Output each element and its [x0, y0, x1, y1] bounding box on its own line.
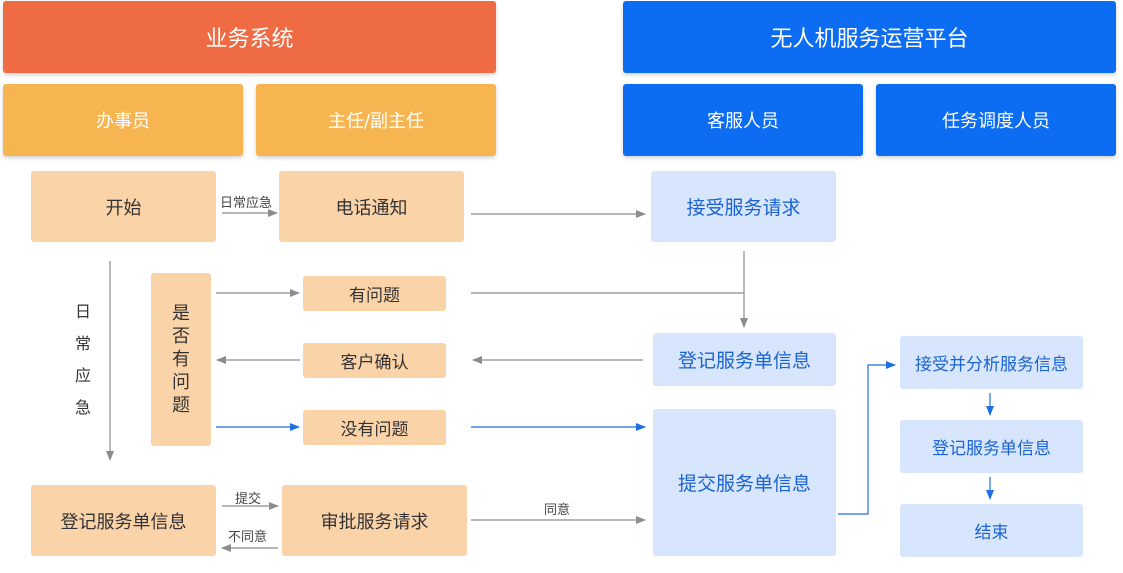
- is-problem-char-2: 否: [172, 326, 190, 347]
- node-receive-analyze-label: 接受并分析服务信息: [915, 355, 1068, 375]
- node-is-problem: 是 否 有 问 题: [151, 273, 211, 446]
- node-start-label: 开始: [105, 197, 142, 219]
- node-approve-request-label: 审批服务请求: [320, 511, 429, 533]
- edge-label-daily-emergency: 日常应急: [220, 196, 273, 211]
- node-no-problem-label: 没有问题: [340, 420, 409, 440]
- node-has-problem: 有问题: [303, 276, 446, 311]
- role-dispatcher-label: 任务调度人员: [942, 111, 1050, 132]
- node-register-info-business: 登记服务单信息: [31, 485, 216, 556]
- node-receive-request: 接受服务请求: [651, 171, 836, 242]
- node-customer-confirm-label: 客户确认: [340, 353, 409, 373]
- node-end-label: 结束: [974, 523, 1009, 543]
- node-submit-info-label: 提交服务单信息: [677, 473, 811, 495]
- role-clerk-label: 办事员: [96, 111, 150, 132]
- role-director-label: 主任/副主任: [327, 111, 425, 132]
- node-register-info-business-label: 登记服务单信息: [60, 511, 187, 533]
- role-dispatcher: 任务调度人员: [876, 84, 1116, 156]
- role-clerk: 办事员: [3, 84, 243, 156]
- node-register-info-platform: 登记服务单信息: [653, 333, 836, 386]
- node-phone-notice: 电话通知: [279, 171, 464, 242]
- edge-label-disagree: 不同意: [228, 530, 268, 545]
- node-has-problem-label: 有问题: [349, 286, 400, 306]
- role-customer-service-label: 客服人员: [707, 111, 779, 132]
- node-receive-analyze: 接受并分析服务信息: [900, 336, 1083, 389]
- node-phone-notice-label: 电话通知: [335, 197, 408, 219]
- role-director: 主任/副主任: [256, 84, 496, 156]
- daily-emergency-char-4: 急: [74, 398, 91, 417]
- node-register-info-platform-label: 登记服务单信息: [677, 350, 811, 372]
- role-customer-service: 客服人员: [623, 84, 863, 156]
- node-no-problem: 没有问题: [303, 410, 446, 445]
- node-end: 结束: [900, 504, 1083, 557]
- node-customer-confirm: 客户确认: [303, 343, 446, 378]
- is-problem-char-3: 有: [172, 349, 190, 370]
- is-problem-char-5: 题: [172, 395, 190, 416]
- lane-uav-platform: 无人机服务运营平台: [623, 1, 1116, 73]
- arrow-submit-to-analyze: [838, 361, 896, 515]
- daily-emergency-char-3: 应: [74, 366, 91, 385]
- daily-emergency-char-2: 常: [74, 334, 91, 353]
- edge-label-agree: 同意: [544, 503, 571, 518]
- node-receive-request-label: 接受服务请求: [686, 197, 801, 219]
- node-start: 开始: [31, 171, 216, 242]
- node-register-info-dispatch: 登记服务单信息: [900, 420, 1083, 473]
- is-problem-char-1: 是: [172, 303, 190, 324]
- lane-business-system-label: 业务系统: [205, 27, 294, 52]
- edge-label-daily-emergency-vertical: 日 常 应 急: [71, 296, 95, 424]
- node-approve-request: 审批服务请求: [282, 485, 467, 556]
- is-problem-char-4: 问: [172, 372, 190, 393]
- edge-label-submit: 提交: [235, 492, 262, 507]
- daily-emergency-char-1: 日: [74, 302, 91, 321]
- lane-business-system: 业务系统: [3, 1, 496, 73]
- node-submit-info: 提交服务单信息: [653, 409, 836, 556]
- node-register-info-dispatch-label: 登记服务单信息: [932, 439, 1051, 459]
- lane-uav-platform-label: 无人机服务运营平台: [770, 27, 969, 52]
